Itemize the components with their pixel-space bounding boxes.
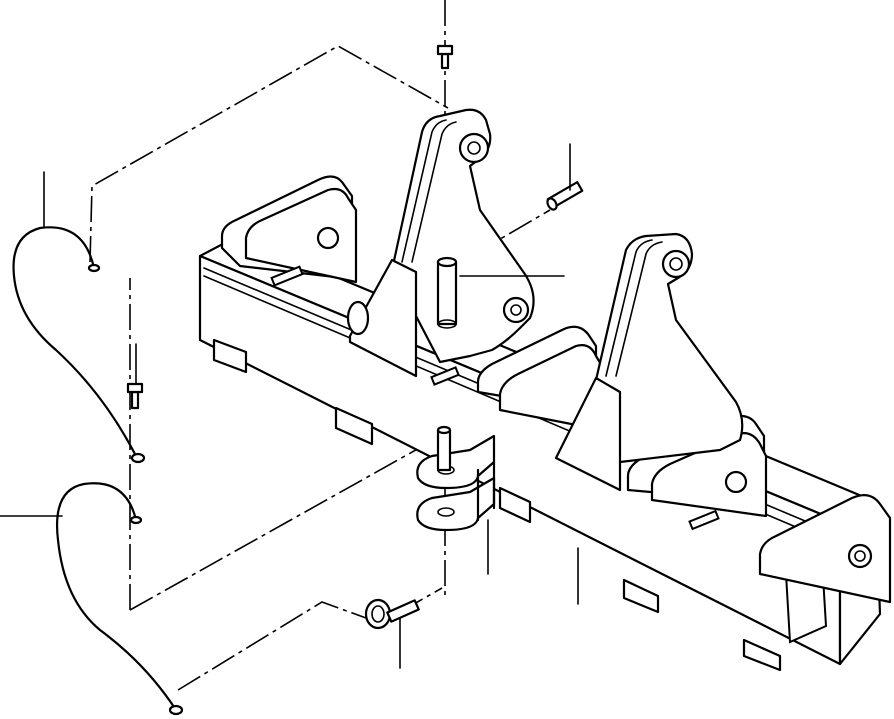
cap-screw-left — [126, 382, 144, 410]
clevis-bracket — [416, 425, 496, 532]
lower-lift-arm-bracket — [554, 232, 744, 492]
washer — [364, 598, 392, 630]
retaining-chain-lower — [56, 482, 184, 716]
leader-lines — [0, 143, 579, 669]
upper-lift-arm-bracket — [346, 108, 535, 378]
lug-plates — [220, 175, 892, 604]
clevis-pin — [386, 599, 420, 623]
retaining-chain-upper — [12, 226, 146, 464]
cap-screw-top — [436, 44, 454, 70]
crossmember — [198, 234, 882, 672]
lynch-pin — [546, 181, 584, 211]
hitch-pin — [436, 256, 458, 329]
